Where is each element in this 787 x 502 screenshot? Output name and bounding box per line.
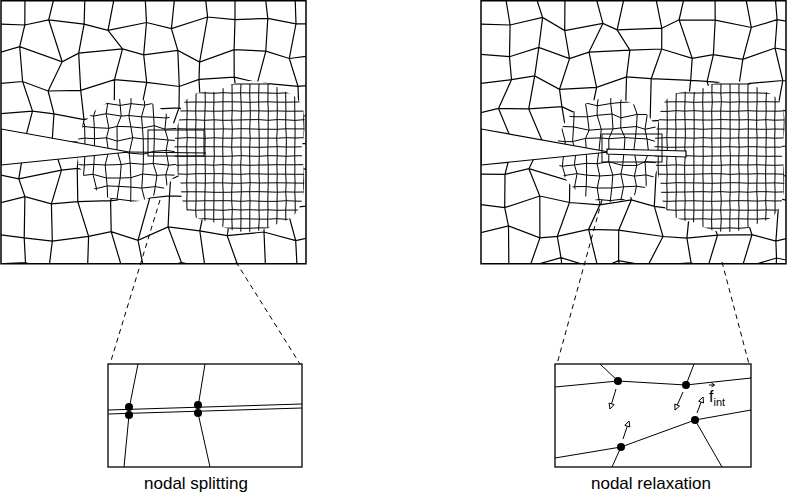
panel-border bbox=[1, 1, 306, 264]
mesh-lines bbox=[1, 0, 306, 263]
force-arrow bbox=[697, 397, 703, 413]
mesh-lines bbox=[649, 84, 786, 255]
subscript: int bbox=[713, 396, 725, 408]
arrow-head bbox=[699, 397, 704, 403]
inset-splitting bbox=[108, 364, 302, 467]
force-label: fint bbox=[707, 389, 727, 405]
caption: nodal splitting bbox=[144, 474, 248, 494]
node-dot bbox=[614, 377, 622, 385]
node-dot bbox=[194, 409, 202, 417]
mesh-lines bbox=[481, 0, 786, 263]
leader-line bbox=[110, 200, 749, 364]
mesh-panel bbox=[481, 0, 786, 263]
force-arrow bbox=[623, 421, 629, 439]
panel-border bbox=[481, 1, 786, 264]
force-arrow bbox=[675, 392, 683, 410]
caption: nodal relaxation bbox=[591, 474, 711, 494]
arrow-head bbox=[609, 403, 614, 409]
node-dot bbox=[691, 416, 699, 424]
zoom-mark bbox=[602, 134, 662, 162]
node-dot bbox=[125, 403, 133, 411]
crack-extension bbox=[607, 149, 686, 157]
vector-arrow bbox=[709, 383, 714, 387]
crack bbox=[481, 129, 609, 165]
vector-symbol: f bbox=[709, 388, 713, 405]
force-arrow bbox=[610, 389, 616, 409]
inset-relaxation bbox=[555, 364, 751, 467]
node-dot bbox=[194, 401, 202, 409]
crack bbox=[1, 129, 129, 165]
node-dot bbox=[682, 381, 690, 389]
zoom-mark bbox=[148, 130, 204, 156]
node-dot bbox=[617, 443, 625, 451]
mesh-lines bbox=[169, 84, 306, 255]
node-dot bbox=[125, 411, 133, 419]
mesh-panel bbox=[1, 0, 306, 263]
arrow-head bbox=[625, 421, 630, 427]
split-line bbox=[129, 152, 206, 153]
arrow-head bbox=[675, 404, 680, 410]
